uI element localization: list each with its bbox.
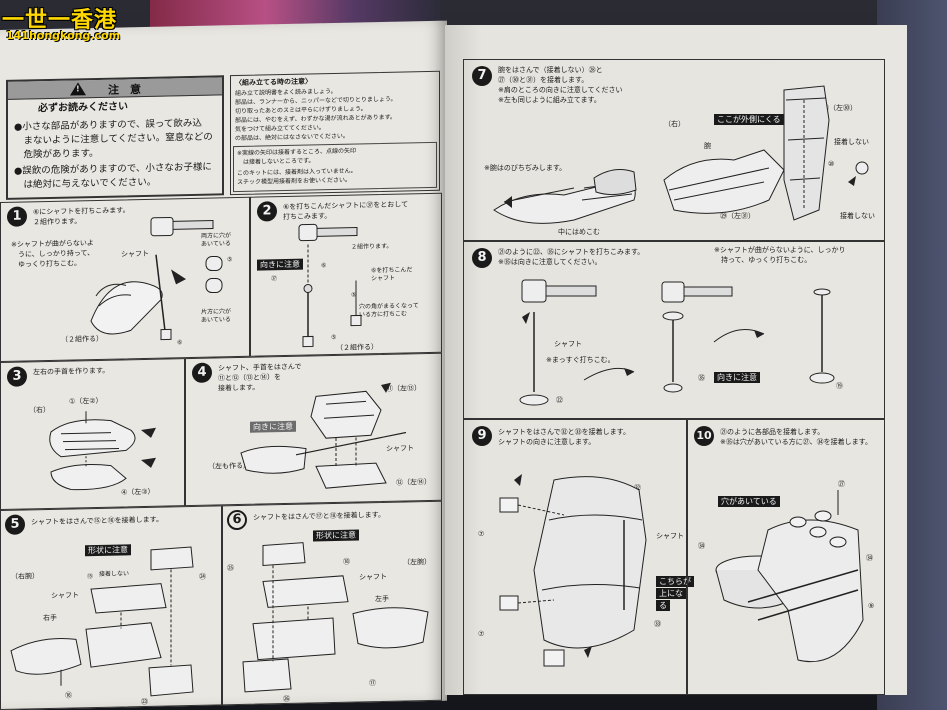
assembly-note-heading: 〈組み立てる時の注意〉	[235, 77, 312, 88]
warning-line: は絶対に与えないでください。	[14, 176, 157, 191]
step-9-panel: 9 シャフトをはさんで㉜と㉝を接着します。 シャフトの向きに注意します。 ㉜ シ…	[463, 419, 694, 696]
assembly-note-line: ※実線の矢印は接着するところ、点線の矢印	[237, 147, 357, 158]
step-2-illustration	[251, 194, 443, 358]
logo-subtitle: 141hongkong.com	[6, 29, 121, 42]
step-10-panel: 10 ㉑のように各部品を接着します。 ※㉟は穴があいている方に㉗、㉞を接着します…	[687, 419, 885, 695]
step-text: ※肩のところの向きに注意してください	[498, 86, 623, 94]
part-label: 接着しない	[840, 212, 875, 220]
step-4-illustration	[186, 382, 443, 507]
step-note: 持って、ゆっくり打ちこむ。	[714, 256, 812, 264]
step-text: ㉑のように各部品を接着します。	[720, 428, 825, 436]
warning-triangle-icon	[70, 82, 86, 96]
step-10-illustration	[688, 420, 886, 696]
warning-line: ●小さな部品がありますので、誤って飲み込	[14, 117, 202, 133]
part-label: シャフト	[554, 340, 582, 348]
warning-heading: 注 意	[108, 83, 141, 97]
caution-tag: 向きに注意	[714, 372, 760, 383]
step-4-panel: 4 シャフト、手首をはさんで ⑪と⑫（⑬と⑭）を 接着します。 ⑪（左⑬） 向き…	[185, 352, 443, 507]
caution-tag: こちらが	[656, 576, 694, 587]
step-text: ㉗（㉚と㉛）を接着します。	[498, 76, 589, 84]
step-7-panel: 7 腕をはさんで（接着しない）㉘と ㉗（㉚と㉛）を接着します。 ※肩のところの向…	[463, 59, 885, 241]
assembly-note-line: スチック模型用接着剤をお使いください。	[237, 176, 352, 187]
warning-line: ●誤飲の危険がありますので、小さなお子様に	[14, 161, 212, 177]
step-number: 10	[694, 426, 714, 446]
warning-line: 危険があります。	[14, 147, 99, 161]
step-text: シャフトの向きに注意します。	[498, 438, 596, 446]
part-label: ㉟	[698, 374, 705, 382]
step-7-illustration	[464, 60, 886, 242]
right-page: 7 腕をはさんで（接着しない）㉘と ㉗（㉚と㉛）を接着します。 ※肩のところの向…	[445, 25, 907, 695]
assembly-note-inner-box: ※実線の矢印は接着するところ、点線の矢印 は接着しないところです。 このキットに…	[233, 141, 437, 193]
caution-tag: ここが外側にくる	[714, 114, 784, 125]
part-label: 腕	[704, 142, 711, 150]
step-8-panel: 8 ㉑のように㉒、㉟にシャフトを打ちこみます。 ※㉟は向きに注意してください。 …	[463, 241, 885, 419]
step-text: ※左も同じように組み立てます。	[498, 96, 601, 104]
step-5-panel: 5 シャフトをはさんで⑮と⑯を接着します。 形状に注意 （右腕） ㉔ 接着しない…	[0, 505, 222, 710]
part-label: ㉜	[634, 484, 641, 492]
part-label: ㉗	[838, 480, 845, 488]
part-label: シャフト	[656, 532, 684, 540]
caution-tag: 上にな	[656, 588, 686, 599]
step-6-illustration	[223, 502, 443, 707]
part-label: ⑩	[828, 160, 835, 168]
step-3-panel: 3 左右の手首を作ります。 （右） ①（左②） ④（左③）	[0, 358, 185, 510]
assembly-note-line: の部品は、絶対にはなさないでください。	[235, 132, 349, 143]
part-label: ⑦	[478, 630, 485, 638]
step-6-panel: 6 シャフトをはさんで⑰と⑱を接着します。 形状に注意 ㉕ ⑱ （左腕） シャフ…	[222, 500, 443, 707]
step-note: ※まっすぐ打ちこむ。	[546, 356, 615, 364]
part-label: （右）	[664, 120, 685, 128]
part-label: ㉝	[654, 620, 661, 628]
logo-title: 一世一香港	[2, 8, 118, 33]
step-number: 8	[472, 248, 492, 268]
warning-line: まないように注意してください。窒息などの	[14, 131, 213, 147]
step-number: 9	[472, 426, 492, 446]
watermark-logo: 一世一香港 141hongkong.com	[2, 2, 134, 46]
step-note: ※腕はのびちぢみします。	[484, 164, 567, 172]
step-text: ㉑のように㉒、㉟にシャフトを打ちこみます。	[498, 248, 645, 256]
step-text: シャフトをはさんで㉜と㉝を接着します。	[498, 428, 630, 436]
step-8-illustration	[464, 242, 886, 420]
caution-tag: 穴があいている	[718, 496, 780, 507]
part-label: ⑦	[478, 530, 485, 538]
part-label: ㉒	[556, 396, 563, 404]
warning-box: 注 意 必ずお読みください ●小さな部品がありますので、誤って飲み込 まないよう…	[6, 75, 224, 200]
step-text: ※㉟は向きに注意してください。	[498, 258, 602, 266]
step-1-illustration	[1, 198, 251, 363]
part-label: ㉙（左㉛）	[720, 212, 755, 220]
step-9-illustration	[464, 474, 688, 696]
part-label: ㉞	[866, 554, 873, 562]
part-label: 接着しない	[834, 138, 869, 146]
part-label: ⑨	[868, 602, 875, 610]
step-2-panel: 2 ⑥を打ちこんだシャフトに㊲をとおして 打ちこみます。 ２組作ります。 向きに…	[250, 192, 443, 358]
step-3-illustration	[1, 359, 156, 511]
assembly-note-line: は接着しないところです。	[237, 157, 315, 167]
left-page: 注 意 必ずお読みください ●小さな部品がありますので、誤って飲み込 まないよう…	[0, 20, 447, 710]
part-label: ⑲	[836, 382, 843, 390]
part-label: 中にはめこむ	[558, 228, 600, 236]
step-text: 腕をはさんで（接着しない）㉘と	[498, 66, 603, 74]
step-number: 7	[472, 66, 492, 86]
warning-header: 注 意	[8, 77, 222, 100]
step-note: ※シャフトが曲がらないように、しっかり	[714, 246, 846, 254]
warning-line: 必ずお読みください	[38, 101, 128, 115]
part-label: ㉞	[698, 542, 705, 550]
step-text: ※㉟は穴があいている方に㉗、㉞を接着します。	[720, 438, 872, 446]
caution-tag: る	[656, 600, 670, 611]
part-label: ㉖（左㉚）	[822, 104, 857, 112]
step-1-panel: 1 ⑥にシャフトを打ちこみます。 ２組作ります。 ※シャフトが曲がらないよ うに…	[0, 196, 251, 363]
assembly-note-box: 〈組み立てる時の注意〉 組み立て説明書をよく読みましょう。 部品は、ランナーから…	[230, 70, 440, 196]
step-5-illustration	[1, 506, 223, 710]
